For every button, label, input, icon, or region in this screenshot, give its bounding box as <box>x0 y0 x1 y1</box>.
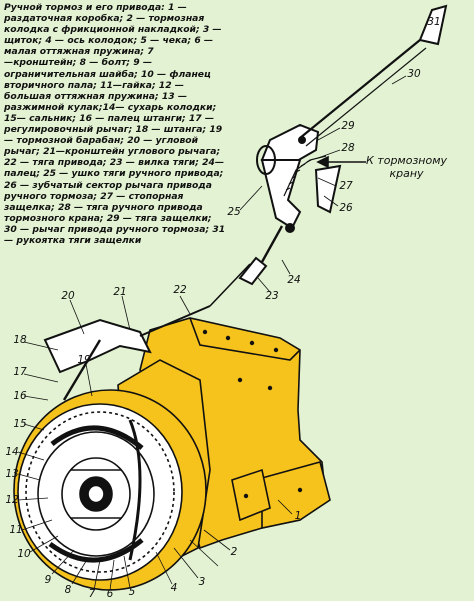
brake-valve-label: К тормозному крану <box>366 154 447 180</box>
callout-28: 28 <box>341 142 355 154</box>
callout-3: 3 <box>198 576 206 588</box>
caption-line: —кронштейн; 8 — болт; 9 — <box>4 57 153 69</box>
callout-9: 9 <box>44 574 52 586</box>
callout-10: 10 <box>17 548 31 560</box>
caption-line: ручного тормоза; 27 — стопорная <box>4 190 184 202</box>
caption-line: колодка с фрикционной накладкой; 3 — <box>4 24 222 36</box>
caption-line: палец; 25 — ушко тяги ручного привода; <box>4 168 224 180</box>
caption-line: 30 — рычаг привода ручного тормоза; 31 <box>4 223 226 235</box>
callout-leaders <box>17 75 407 591</box>
caption-line: регулировочный рычаг; 18 — штанга; 19 <box>4 124 223 136</box>
callout-19: 19 <box>77 354 91 366</box>
callout-24: 24 <box>287 274 301 286</box>
caption-line: Ручной тормоз и его привода: 1 — <box>4 2 187 13</box>
callout-14: 14 <box>5 446 19 458</box>
callout-20: 20 <box>61 290 75 302</box>
callout-23: 23 <box>265 290 279 302</box>
caption-line: большая оттяжная пружина; 13 — <box>4 90 188 102</box>
callout-29: 29 <box>341 120 355 132</box>
caption-line: ограничительная шайба; 10 — фланец <box>4 68 211 80</box>
callout-31: 31 <box>427 16 441 28</box>
callout-4: 4 <box>170 582 178 594</box>
caption-line: щиток; 4 — ось колодок; 5 — чека; 6 — <box>4 35 214 47</box>
callout-2: 2 <box>230 546 238 558</box>
callout-7: 7 <box>88 588 96 600</box>
arrow-to-brake-valve <box>316 155 366 169</box>
caption-line: вторичного пала; 11—гайка; 12 — <box>4 79 184 91</box>
caption-line: 26 — зубчатый сектор рычага привода <box>4 179 212 191</box>
caption-line: тормозного крана; 29 — тяга защелки; <box>4 212 212 224</box>
callout-25: 25 <box>227 206 241 218</box>
callout-18: 18 <box>13 334 27 346</box>
callout-11: 11 <box>9 524 23 536</box>
callout-8: 8 <box>64 584 72 596</box>
housing-bolts <box>202 329 303 499</box>
caption-line: 22 — тяга привода; 23 — вилка тяги; 24— <box>4 157 225 169</box>
caption-line: защелка; 28 — тяга ручного привода <box>4 201 203 213</box>
figure-caption: Ручной тормоз и его привода: 1 — раздато… <box>4 2 236 246</box>
brake-valve-label-line: крану <box>389 167 424 180</box>
caption-line: малая оттяжная пружина; 7 <box>4 46 154 58</box>
caption-line: — рукоятка тяги защелки <box>4 234 142 246</box>
callout-16: 16 <box>13 390 27 402</box>
callout-22: 22 <box>173 284 187 296</box>
callout-17: 17 <box>13 366 27 378</box>
callout-21: 21 <box>113 286 127 298</box>
brake-drum <box>13 389 207 591</box>
callout-27: 27 <box>339 180 353 192</box>
callout-1: 1 <box>294 510 302 522</box>
brake-linkage <box>43 4 448 401</box>
callout-12: 12 <box>5 494 19 506</box>
caption-line: разжимной кулак;14— сухарь колодки; <box>4 101 217 113</box>
callout-26: 26 <box>339 202 353 214</box>
caption-line: раздаточная коробка; 2 — тормозная <box>4 13 205 25</box>
callout-5: 5 <box>128 586 136 598</box>
callout-30: 30 <box>407 68 421 80</box>
callout-15: 15 <box>13 418 27 430</box>
callout-6: 6 <box>106 588 114 600</box>
caption-line: — тормозной барабан; 20 — угловой <box>4 135 199 147</box>
brake-valve-label-line: К тормозному <box>366 154 448 167</box>
caption-line: 15— сальник; 16 — палец штанги; 17 — <box>4 112 215 124</box>
callout-13: 13 <box>5 468 19 480</box>
caption-line: рычаг; 21—кронштейн углового рычага; <box>4 146 221 158</box>
